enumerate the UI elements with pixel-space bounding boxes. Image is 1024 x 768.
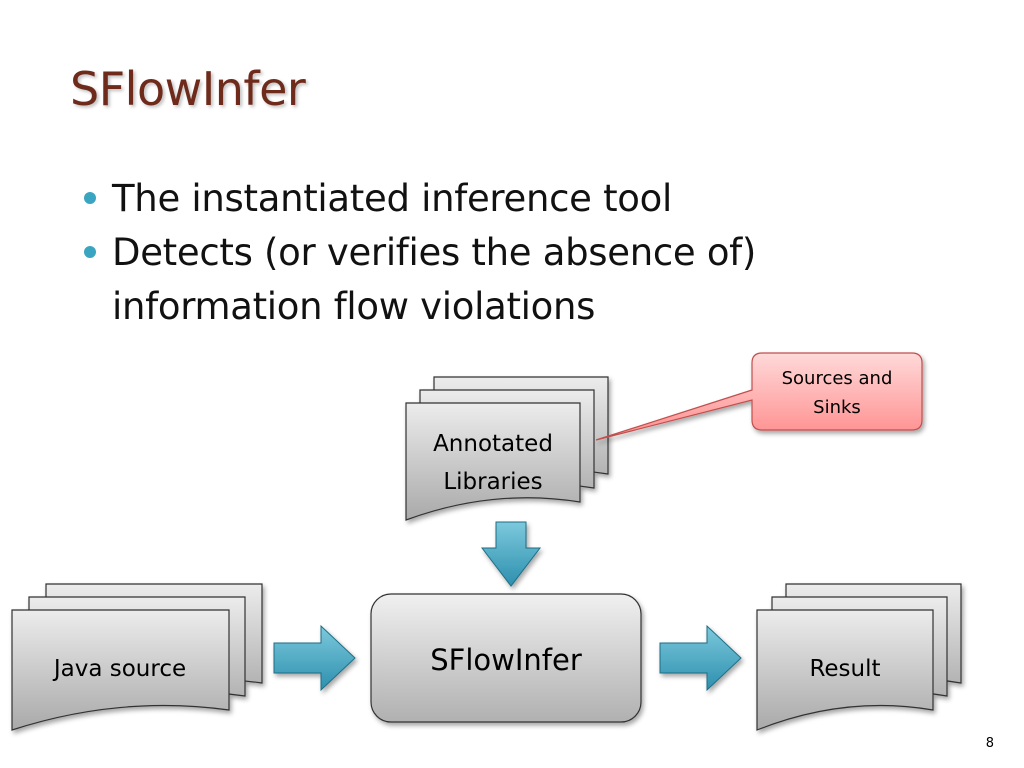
sflowinfer-tool-box <box>370 593 642 723</box>
sources-and-sinks-callout <box>595 352 923 441</box>
result-label: Result <box>809 656 881 682</box>
bullet-dot-icon <box>84 246 96 258</box>
bullet-text: Detects (or verifies the absence of) inf… <box>112 231 757 328</box>
slide-title: SFlowInfer <box>70 62 306 116</box>
sflowinfer-tool-label: SFlowInfer <box>430 643 582 677</box>
bullet-list: The instantiated inference tool Detects … <box>84 172 984 334</box>
page-number: 8 <box>985 736 994 751</box>
down-arrow-icon <box>480 521 542 587</box>
sources-and-sinks-label: Sources and Sinks <box>781 368 893 418</box>
annotated-libraries-label: Annotated Libraries <box>433 431 553 495</box>
bullet-text: The instantiated inference tool <box>112 177 672 220</box>
right-arrow-icon <box>273 624 356 692</box>
annotated-libraries-doc-stack <box>405 376 609 521</box>
java-source-label: Java source <box>53 656 187 682</box>
right-arrow-icon <box>659 624 742 692</box>
bullet-item: The instantiated inference tool <box>84 172 984 226</box>
bullet-dot-icon <box>84 192 96 204</box>
java-source-doc-stack <box>11 583 263 731</box>
result-doc-stack <box>756 583 962 731</box>
bullet-item: Detects (or verifies the absence of) inf… <box>84 226 832 334</box>
